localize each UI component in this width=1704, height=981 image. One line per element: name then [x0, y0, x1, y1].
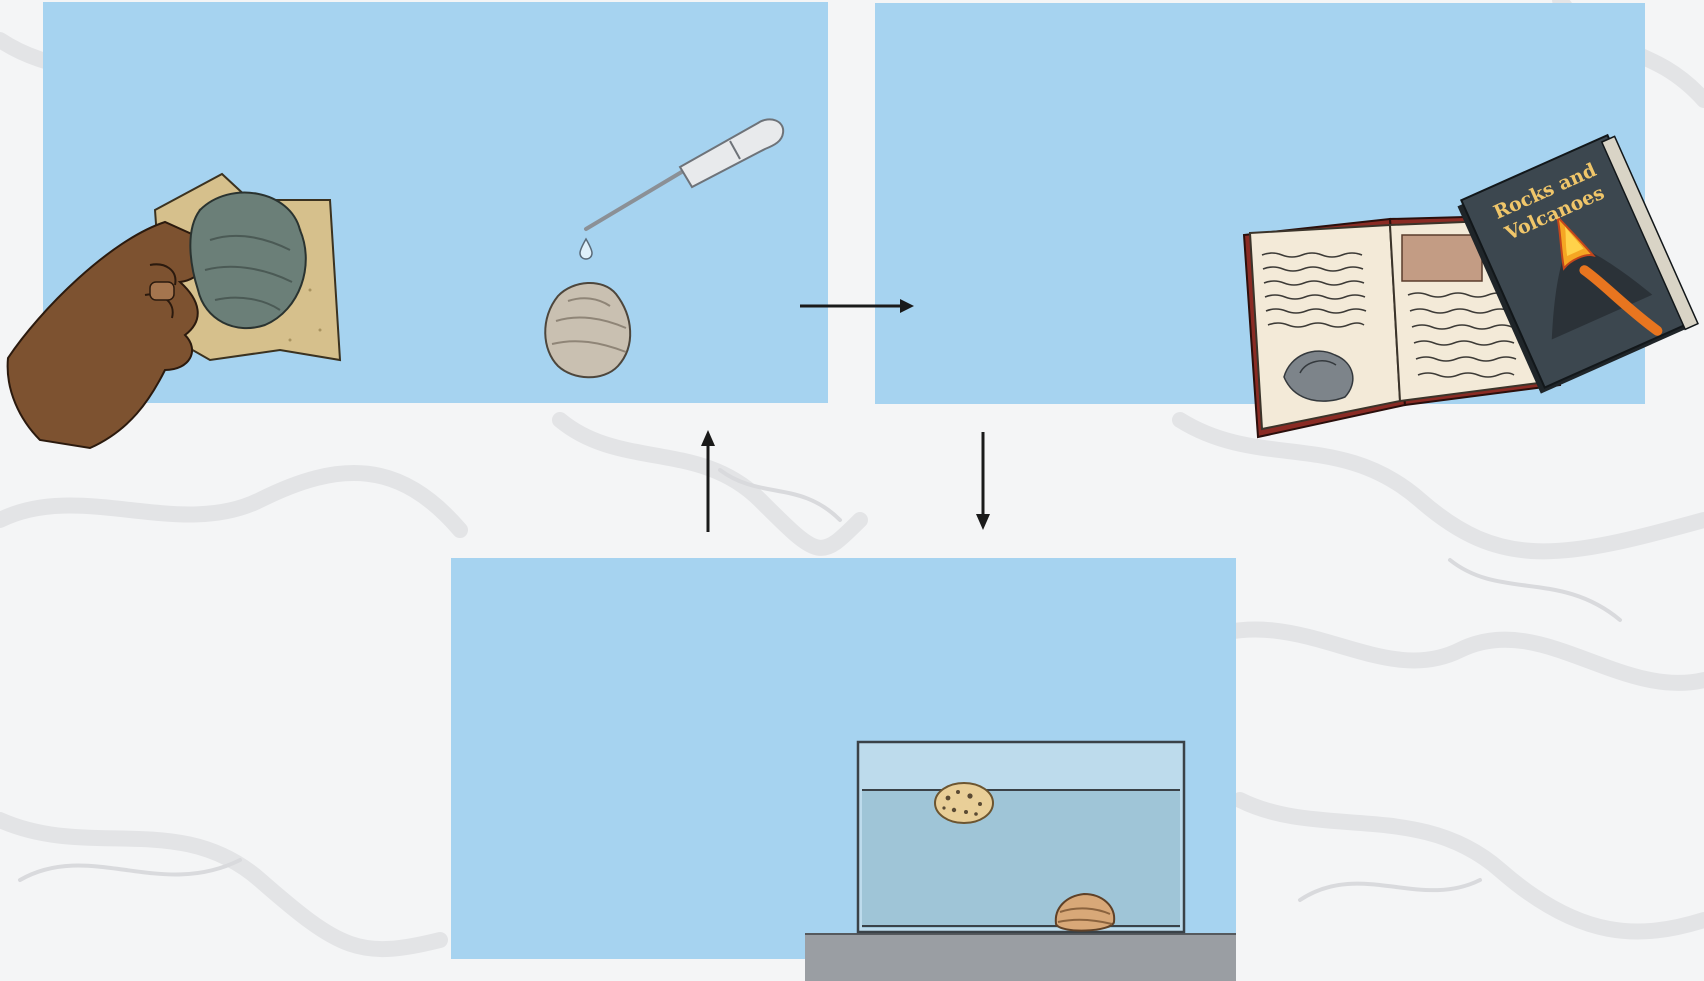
table-surface [805, 933, 1236, 981]
arrow-up [696, 428, 720, 534]
arrow-right [798, 294, 918, 318]
sunken-rock-icon [1050, 890, 1120, 934]
water-drop-icon [578, 238, 594, 260]
book-icon: Rocks and Volcanoes [1450, 132, 1704, 380]
sandpaper-hand-icon [0, 170, 350, 450]
pumice-icon [932, 780, 996, 826]
pipette-icon [580, 115, 800, 235]
water-tank-icon [856, 740, 1187, 934]
rock-icon [538, 276, 638, 384]
arrow-down [971, 430, 995, 534]
